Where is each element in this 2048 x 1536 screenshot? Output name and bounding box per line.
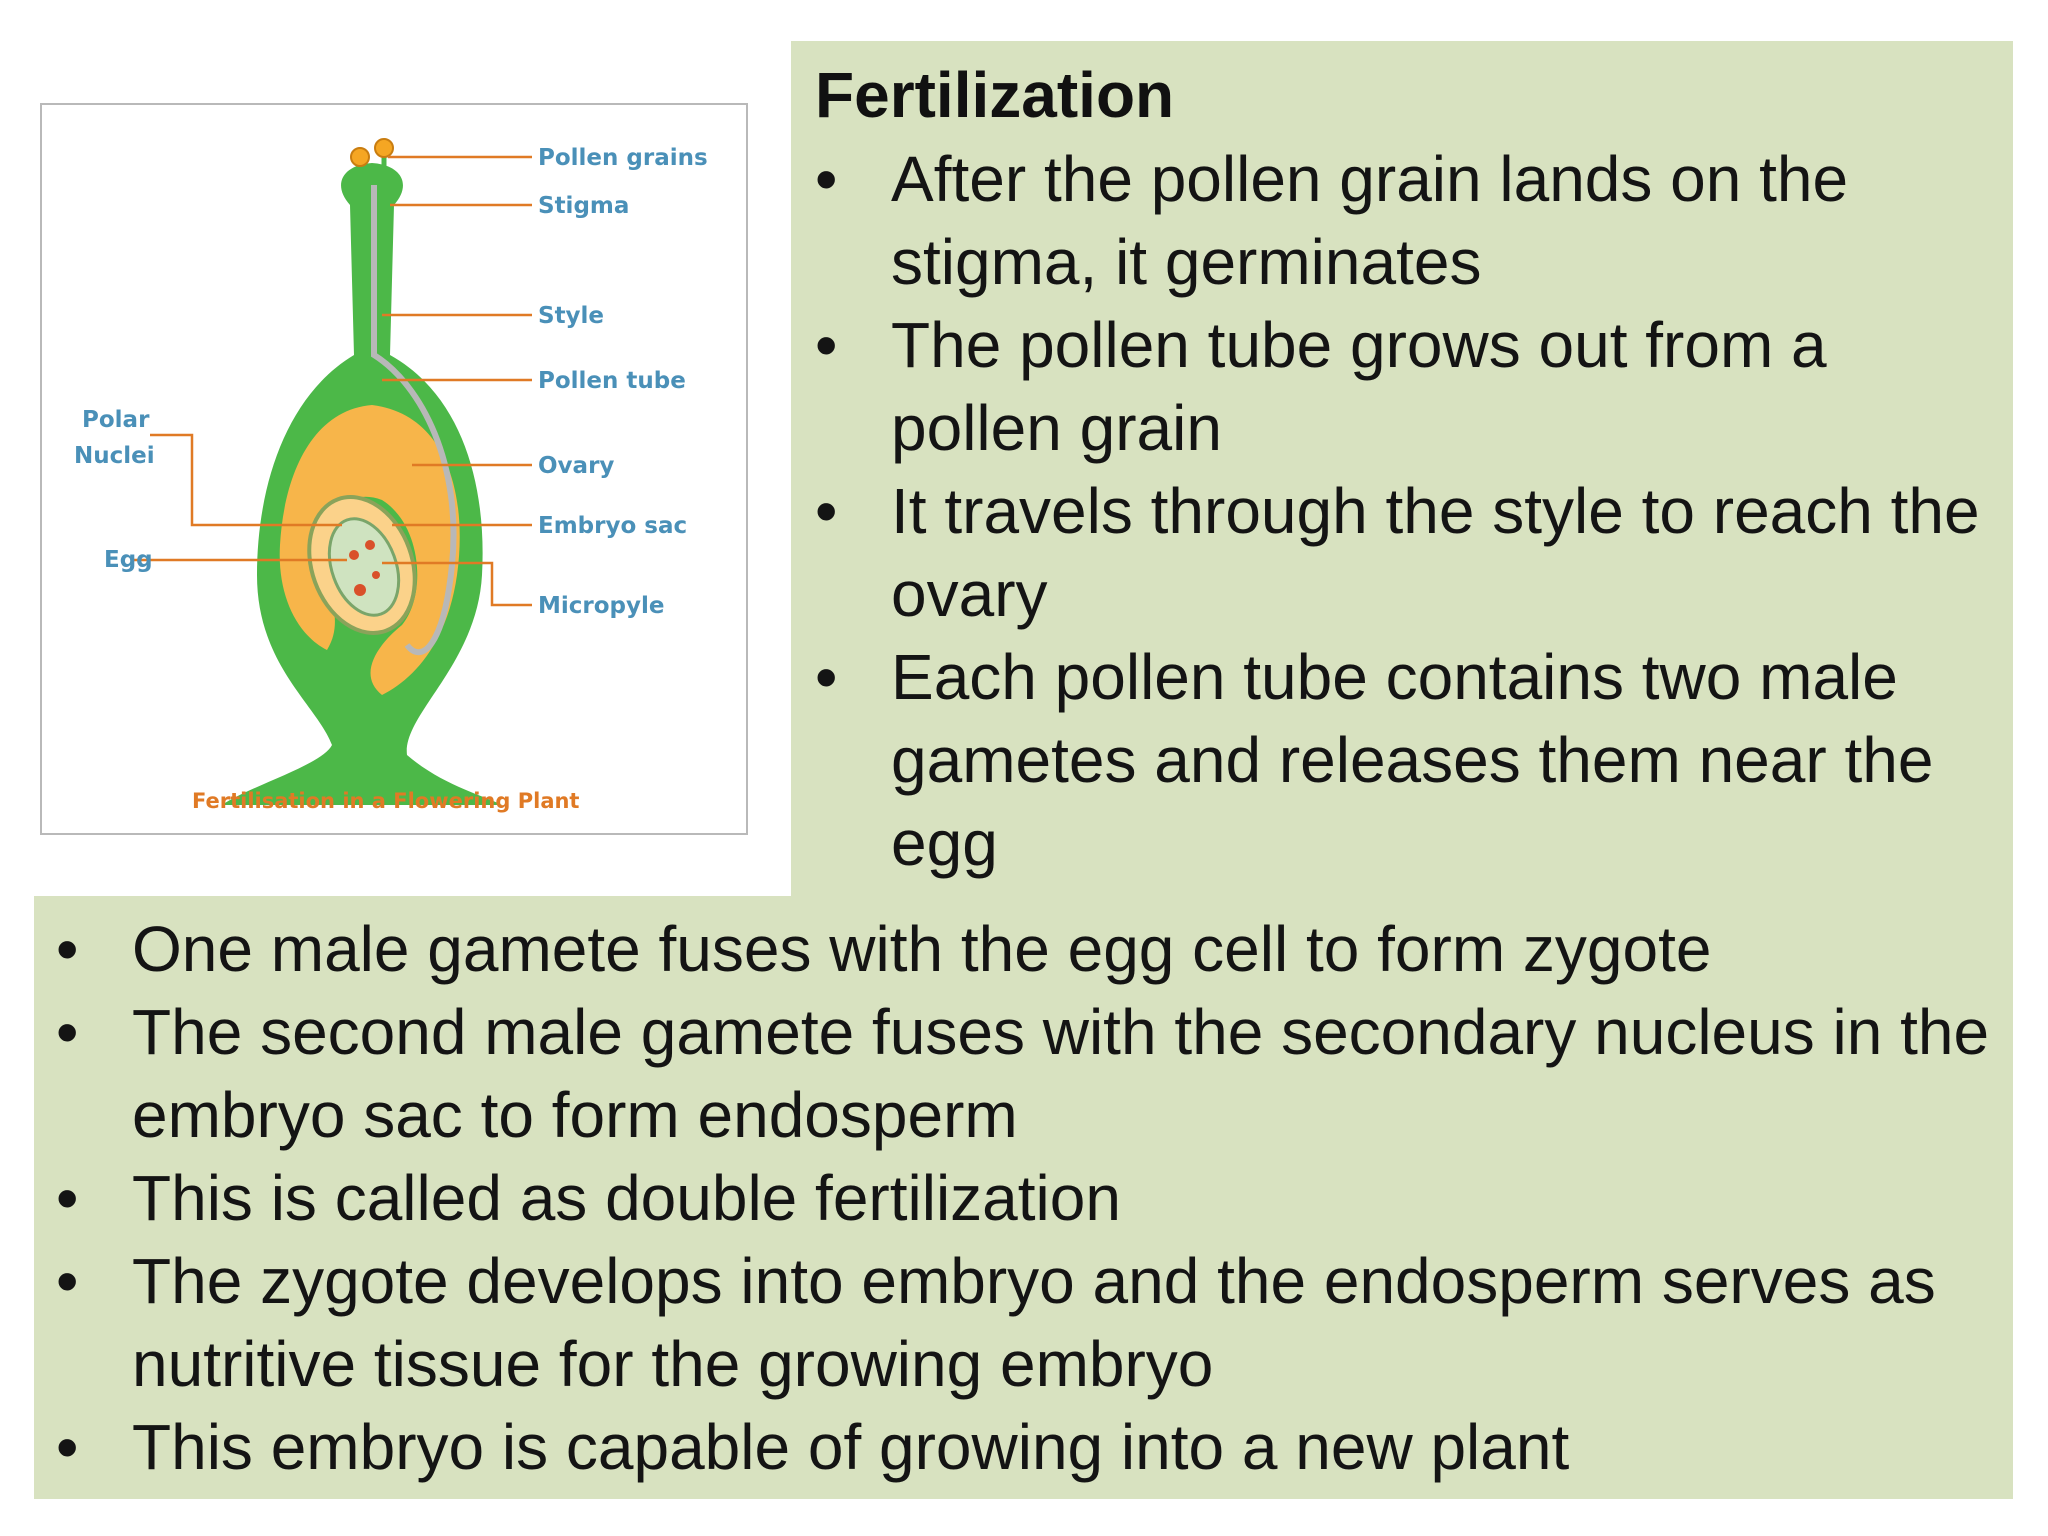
label-style: Style xyxy=(538,303,604,329)
embryo-sac xyxy=(327,517,401,617)
label-pollen-tube: Pollen tube xyxy=(538,368,686,394)
bullet-text: The second male gamete fuses with the se… xyxy=(132,996,1990,1151)
diagram-illustration: Pollen grains Stigma Style Pollen tube O… xyxy=(74,138,708,813)
top-bullet-item: • The pollen tube grows out from a pollen… xyxy=(815,304,2010,470)
label-micropyle: Micropyle xyxy=(538,593,665,619)
bullet-dot: • xyxy=(815,143,838,215)
top-bullet-list: • After the pollen grain lands on the sti… xyxy=(815,138,2010,885)
bullet-dot: • xyxy=(56,913,79,985)
label-pollen-grains: Pollen grains xyxy=(538,145,708,171)
slide-title: Fertilization xyxy=(815,59,1175,131)
polar-nucleus-1 xyxy=(349,550,359,560)
bullet-dot: • xyxy=(815,641,838,713)
bullet-dot: • xyxy=(56,1245,79,1317)
label-polar-line1: Polar xyxy=(82,407,150,433)
bullet-text: The pollen tube grows out from a pollen … xyxy=(891,309,1827,464)
bullet-dot: • xyxy=(815,475,838,547)
bullet-text: It travels through the style to reach th… xyxy=(891,475,1980,630)
label-egg: Egg xyxy=(104,547,153,573)
bottom-bullet-item: • This is called as double fertilization xyxy=(56,1157,2011,1240)
bottom-bullet-item: • The zygote develops into embryo and the… xyxy=(56,1240,2011,1406)
pollen-grain-1 xyxy=(350,147,370,167)
label-embryo-sac: Embryo sac xyxy=(538,513,687,539)
ovary-chamber xyxy=(279,405,460,695)
polar-nucleus-2 xyxy=(365,540,375,550)
bullet-text: Each pollen tube contains two male gamet… xyxy=(891,641,1934,879)
bottom-bullet-list: • One male gamete fuses with the egg cell… xyxy=(56,908,2011,1489)
synergid xyxy=(372,571,380,579)
bullet-text: This embryo is capable of growing into a… xyxy=(132,1411,1570,1483)
bottom-bullet-item: • This embryo is capable of growing into … xyxy=(56,1406,2011,1489)
label-stigma: Stigma xyxy=(538,193,629,219)
bullet-text: This is called as double fertilization xyxy=(132,1162,1121,1234)
bullet-text: One male gamete fuses with the egg cell … xyxy=(132,913,1712,985)
pollen-grain-2 xyxy=(374,138,394,158)
text-panel-bottom xyxy=(34,896,2013,1499)
bullet-dot: • xyxy=(56,1162,79,1234)
leader-lines xyxy=(134,155,532,607)
top-bullet-item: • After the pollen grain lands on the sti… xyxy=(815,138,2010,304)
label-polar-line2: Nuclei xyxy=(74,443,155,469)
text-panel-top xyxy=(791,41,2013,901)
bullet-text: After the pollen grain lands on the stig… xyxy=(891,143,1849,298)
fertilisation-diagram: Pollen grains Stigma Style Pollen tube O… xyxy=(40,103,748,835)
top-bullet-item: • It travels through the style to reach t… xyxy=(815,470,2010,636)
top-bullet-item: • Each pollen tube contains two male game… xyxy=(815,636,2010,885)
bullet-dot: • xyxy=(815,309,838,381)
diagram-caption: Fertilisation in a Flowering Plant xyxy=(192,789,579,813)
label-ovary: Ovary xyxy=(538,453,614,479)
bottom-bullet-item: • The second male gamete fuses with the s… xyxy=(56,991,2011,1157)
pollen-tube xyxy=(371,185,457,656)
bullet-text: The zygote develops into embryo and the … xyxy=(132,1245,1936,1400)
bottom-bullet-item: • One male gamete fuses with the egg cell… xyxy=(56,908,2011,991)
bullet-dot: • xyxy=(56,1411,79,1483)
egg-cell xyxy=(354,584,366,596)
bullet-dot: • xyxy=(56,996,79,1068)
